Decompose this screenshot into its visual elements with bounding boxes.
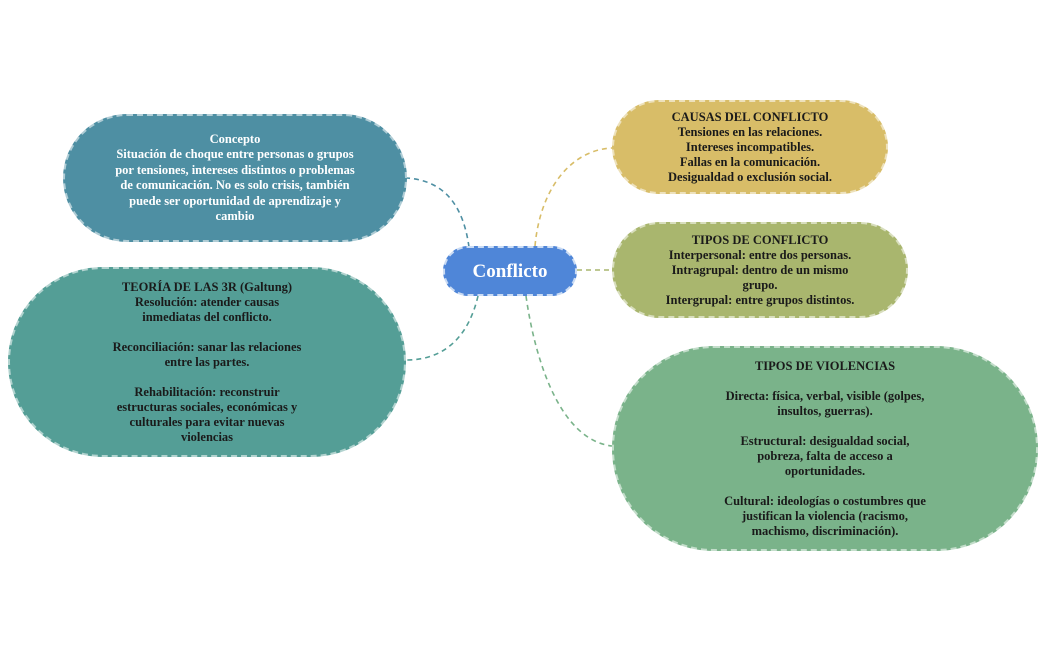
teoria-resolucion: Resolución: atender causas inmediatas de… xyxy=(134,294,280,324)
causas-item: Fallas en la comunicación. xyxy=(679,154,821,169)
violencias-estructural: Estructural: desigualdad social, pobreza… xyxy=(740,433,910,478)
tipos-conflicto-intragrupal: Intragrupal: dentro de un mismo grupo. xyxy=(671,262,849,292)
tipos-conflicto-interpersonal: Interpersonal: entre dos personas. xyxy=(668,247,852,262)
central-topic-node[interactable]: Conflicto xyxy=(443,246,577,296)
link-violencias xyxy=(525,295,613,447)
concepto-text: Situación de choque entre personas o gru… xyxy=(115,147,355,223)
tipos-conflicto-node[interactable]: TIPOS DE CONFLICTO Interpersonal: entre … xyxy=(612,222,908,318)
tipos-conflicto-intergrupal: Intergrupal: entre grupos distintos. xyxy=(665,292,855,307)
tipos-violencias-node[interactable]: TIPOS DE VIOLENCIAS Directa: física, ver… xyxy=(612,346,1038,551)
tipos-conflicto-title: TIPOS DE CONFLICTO xyxy=(691,232,829,247)
causas-item: Tensiones en las relaciones. xyxy=(677,124,823,139)
causas-item: Intereses incompatibles. xyxy=(685,139,815,154)
teoria-title: TEORÍA DE LAS 3R (Galtung) xyxy=(121,279,293,294)
causas-item: Desigualdad o exclusión social. xyxy=(668,169,832,184)
teoria-reconciliacion: Reconciliación: sanar las relaciones ent… xyxy=(112,339,302,369)
link-concepto xyxy=(405,177,471,257)
concepto-title: Concepto xyxy=(209,131,261,146)
central-topic-label: Conflicto xyxy=(472,260,548,282)
teoria-rehabilitacion: Rehabilitación: reconstruir estructuras … xyxy=(116,384,298,444)
violencias-directa: Directa: física, verbal, visible (golpes… xyxy=(725,388,925,418)
violencias-cultural: Cultural: ideologías o costumbres que ju… xyxy=(724,493,926,538)
concepto-node[interactable]: Concepto Situación de choque entre perso… xyxy=(63,114,407,242)
causas-title: CAUSAS DEL CONFLICTO xyxy=(671,109,829,124)
link-causas xyxy=(534,147,613,247)
teoria-3r-node[interactable]: TEORÍA DE LAS 3R (Galtung) Resolución: a… xyxy=(8,267,406,457)
link-teoria xyxy=(405,295,479,361)
causas-node[interactable]: CAUSAS DEL CONFLICTO Tensiones en las re… xyxy=(612,100,888,194)
violencias-title: TIPOS DE VIOLENCIAS xyxy=(754,358,896,373)
